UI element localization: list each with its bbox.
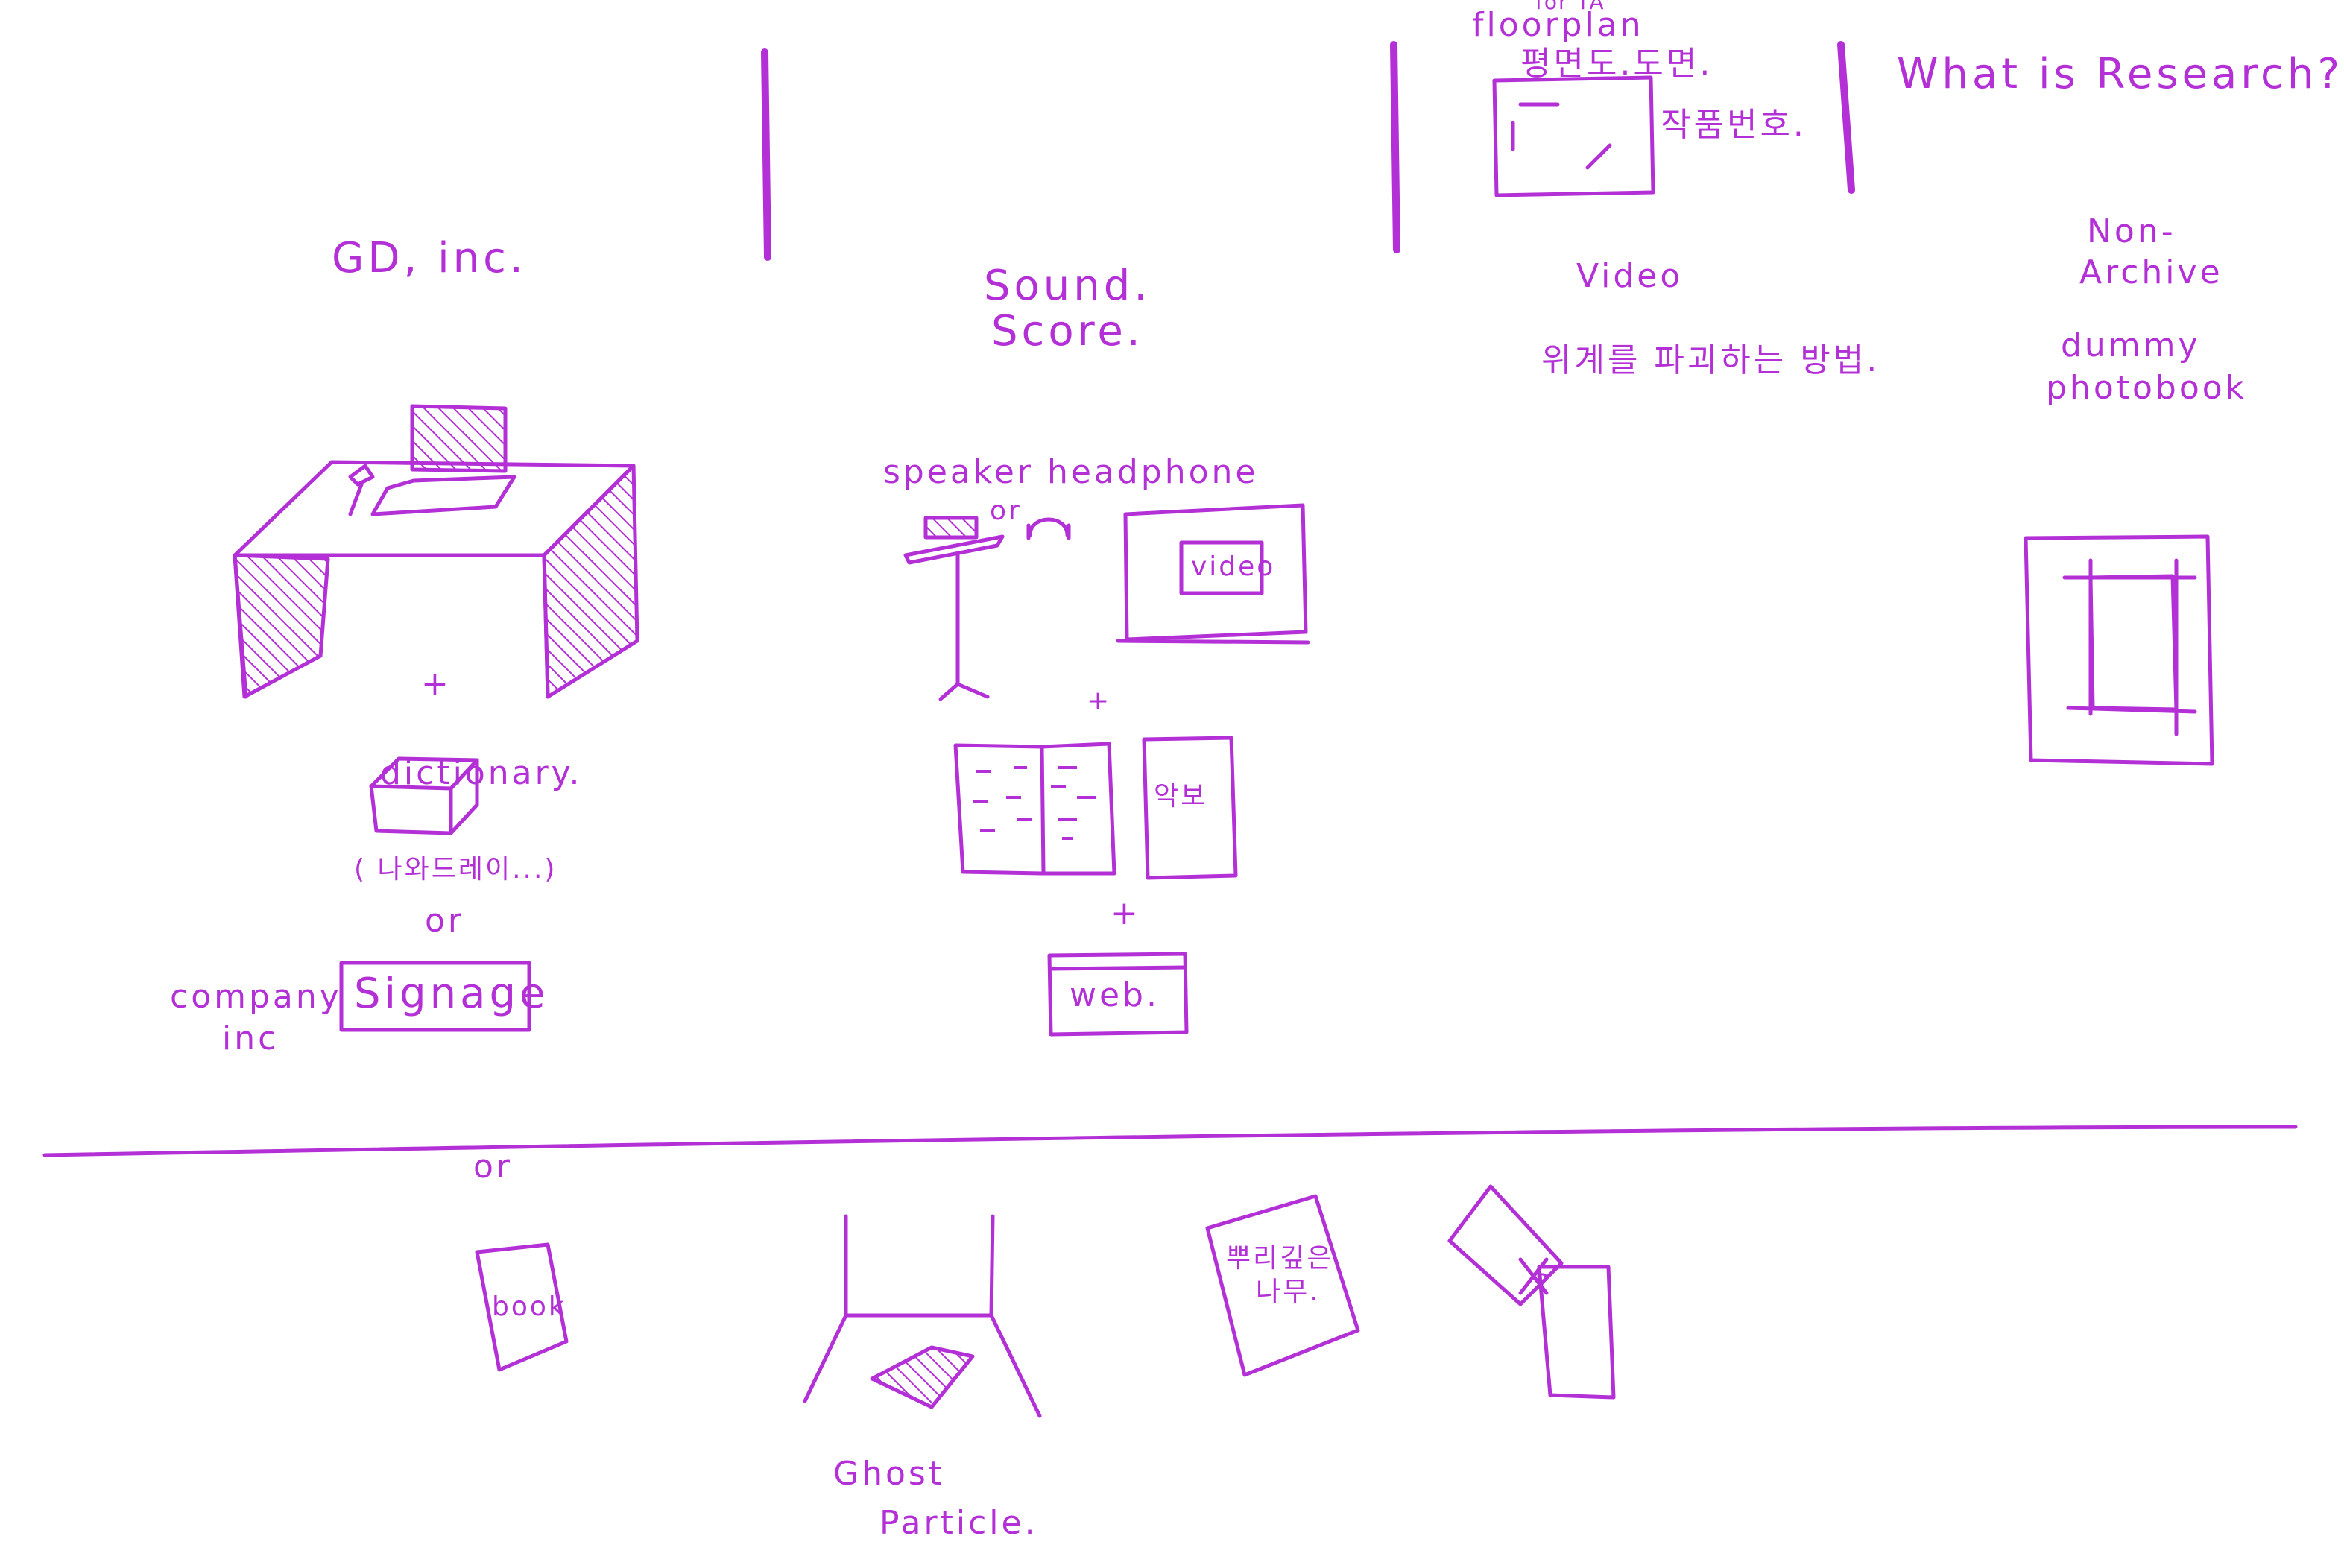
- desk-sketch: [233, 404, 639, 699]
- speaker-stand-icon: [903, 516, 1005, 701]
- book-sketch: [475, 1242, 569, 1372]
- korean-book-title-line1: 뿌리깊은: [1226, 1243, 1333, 1274]
- non-archive-title-line2: Archive: [2079, 253, 2223, 291]
- video-monitor: [1116, 503, 1310, 645]
- column-divider: [761, 48, 771, 261]
- company-inc-label: inc: [222, 1019, 279, 1058]
- dictionary-note: ( 나와드레이...): [354, 854, 557, 885]
- ghost-particle-sketch: [803, 1214, 1042, 1418]
- gd-title: GD, inc.: [332, 234, 527, 282]
- crossed-pages-question: ?: [1535, 1269, 1552, 1300]
- bottom-or: or: [473, 1148, 513, 1186]
- signage-box: [339, 961, 531, 1032]
- score-ko-label: 악보: [1154, 781, 1207, 812]
- sound-plus-1: +: [1087, 686, 1111, 716]
- dictionary-box: [369, 756, 479, 835]
- gd-plus: +: [421, 665, 452, 703]
- score-sheet: [1142, 736, 1238, 880]
- score-title: Score.: [991, 307, 1144, 355]
- book-label: book: [492, 1292, 566, 1322]
- company-label: company: [170, 978, 342, 1016]
- floor-plan-frame: [1492, 75, 1655, 197]
- column-divider: [1837, 41, 1855, 194]
- gd-or: or: [425, 902, 464, 940]
- research-title: What is Research?: [1897, 50, 2343, 98]
- speaker-or-label: or: [990, 496, 1022, 526]
- korean-book-sketch: [1205, 1194, 1360, 1377]
- particle-label: Particle.: [879, 1504, 1038, 1542]
- dummy-label: dummy: [2061, 326, 2201, 364]
- column-divider: [1390, 41, 1400, 253]
- horizontal-divider: [42, 1125, 2298, 1157]
- floor-plan-label: floorplan: [1472, 6, 1644, 44]
- sound-title: Sound.: [984, 262, 1151, 310]
- photobook-label: photobook: [2046, 369, 2247, 407]
- work-number-ko-label: 작품번호.: [1661, 106, 1807, 144]
- photobook-frame: [2024, 534, 2214, 766]
- signage-label: Signage: [354, 970, 549, 1018]
- video-box-label: video: [1191, 551, 1275, 582]
- dictionary-label: dictionary.: [380, 754, 582, 792]
- web-browser-window: [1047, 952, 1189, 1037]
- sound-plus-2: +: [1111, 894, 1141, 932]
- video-subtitle-ko: 위계를 파괴하는 방법.: [1541, 341, 1880, 379]
- video-title: Video: [1576, 257, 1683, 295]
- speaker-headphone-label: speaker headphone: [883, 453, 1259, 491]
- non-archive-title-line1: Non-: [2087, 212, 2176, 250]
- headphone-icon: [1026, 517, 1071, 540]
- ghost-label: Ghost: [833, 1455, 944, 1493]
- korean-book-title-line2: 나무.: [1256, 1277, 1321, 1307]
- web-label: web.: [1070, 976, 1160, 1014]
- score-booklet: [953, 742, 1116, 876]
- crossed-pages-sketch: [1447, 1184, 1616, 1400]
- floor-plan-top-label: for TA: [1535, 0, 1605, 14]
